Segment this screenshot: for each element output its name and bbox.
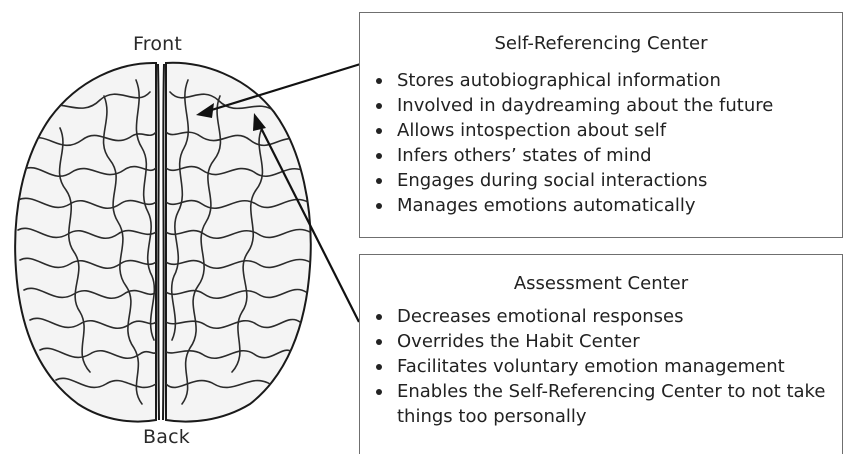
list-item-text: Enables the Self-Referencing Center to n… (397, 381, 826, 427)
front-label: Front (133, 33, 183, 55)
assessment-box: Assessment Center Decreases emotional re… (359, 254, 843, 454)
self-referencing-list: Stores autobiographical information Invo… (360, 68, 842, 218)
list-item-text: Allows intospection about self (397, 120, 667, 141)
bullet-icon (376, 314, 382, 320)
list-item-text: Decreases emotional responses (397, 306, 684, 327)
bullet-icon (376, 339, 382, 345)
bullet-icon (376, 78, 382, 84)
list-item: Engages during social interactions (373, 168, 842, 193)
bullet-icon (376, 178, 382, 184)
bullet-icon (376, 364, 382, 370)
list-item: Stores autobiographical information (373, 68, 842, 93)
list-item: Decreases emotional responses (373, 304, 842, 329)
list-item: Manages emotions automatically (373, 193, 842, 218)
pointer-arrowhead-assessment (253, 113, 266, 131)
assessment-title: Assessment Center (513, 273, 689, 294)
back-label: Back (143, 426, 190, 448)
list-item-text: Stores autobiographical information (397, 70, 721, 91)
list-item: Overrides the Habit Center (373, 329, 842, 354)
list-item-text: Facilitates voluntary emotion management (397, 356, 785, 377)
list-item-text: Infers others’ states of mind (397, 145, 652, 166)
bullet-icon (376, 389, 382, 395)
self-referencing-box: Self-Referencing Center Stores autobiogr… (359, 12, 843, 238)
list-item-text: Manages emotions automatically (397, 195, 696, 216)
pointer-assessment (257, 121, 360, 323)
pointer-arrowhead-self (196, 103, 214, 118)
list-item: Involved in daydreaming about the future (373, 93, 842, 118)
list-item: Infers others’ states of mind (373, 143, 842, 168)
bullet-icon (376, 128, 382, 134)
list-item: Facilitates voluntary emotion management (373, 354, 842, 379)
list-item-text: Overrides the Habit Center (397, 331, 640, 352)
assessment-list: Decreases emotional responses Overrides … (360, 304, 842, 429)
bullet-icon (376, 103, 382, 109)
list-item-text: Involved in daydreaming about the future (397, 95, 774, 116)
self-referencing-title: Self-Referencing Center (494, 33, 708, 54)
list-item: Allows intospection about self (373, 118, 842, 143)
list-item-text: Engages during social interactions (397, 170, 708, 191)
bullet-icon (376, 153, 382, 159)
pointer-self-referencing (204, 60, 368, 114)
list-item: Enables the Self-Referencing Center to n… (373, 379, 837, 429)
bullet-icon (376, 203, 382, 209)
left-hemisphere (14, 61, 157, 423)
